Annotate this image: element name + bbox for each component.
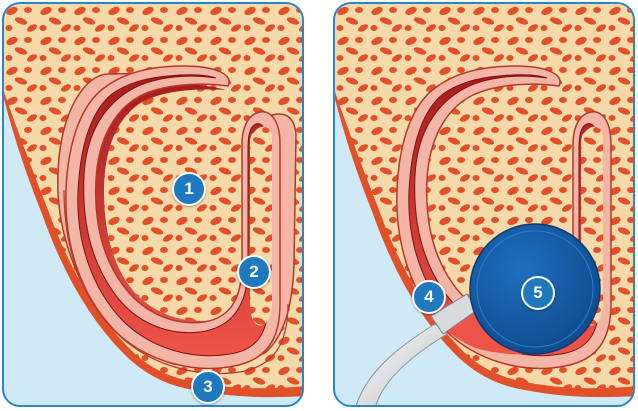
right-panel: 4 5 bbox=[333, 2, 635, 407]
label-badge-4: 4 bbox=[412, 280, 446, 314]
septum-bone bbox=[250, 127, 272, 326]
label-badge-3: 3 bbox=[191, 370, 225, 404]
device-tube bbox=[355, 324, 447, 407]
left-panel: 1 2 3 bbox=[2, 2, 304, 407]
label-badge-5: 5 bbox=[521, 276, 555, 310]
label-badge-1: 1 bbox=[172, 172, 206, 206]
socket-with-sensor-illustration bbox=[335, 4, 635, 407]
label-badge-2: 2 bbox=[237, 255, 271, 289]
socket-with-clot-illustration bbox=[4, 4, 304, 407]
